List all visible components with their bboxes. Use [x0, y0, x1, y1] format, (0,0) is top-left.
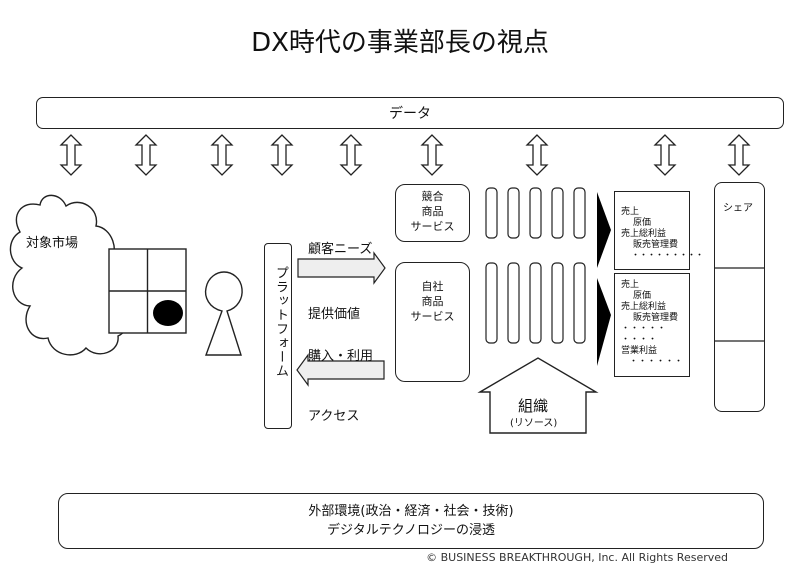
double-arrow-icon — [654, 134, 676, 176]
pl-top-sales: 売上 — [621, 207, 640, 217]
double-arrow-icon — [60, 134, 82, 176]
pl-bottom-cost: 原価 — [633, 291, 652, 301]
pl-top-sga: 販売管理費 — [633, 240, 679, 250]
competitor-box: 競合 商品 サービス — [395, 184, 470, 242]
market-label: 対象市場 — [26, 236, 79, 251]
double-arrow-icon — [526, 134, 548, 176]
external-environment-line-1: 外部環境(政治・経済・社会・技術) — [308, 504, 514, 519]
pl-bottom-box: 売上 原価 売上総利益 販売管理費 ・・・・・ ・・・・ 営業利益 ・・・・・・ — [614, 273, 690, 377]
double-arrow-icon — [728, 134, 750, 176]
pl-top-box: 売上 原価 売上総利益 販売管理費 ・・・・・・・・・ — [614, 191, 704, 270]
pl-bottom-dots-3: ・・・・・・ — [629, 357, 684, 367]
pl-bottom-sales: 売上 — [621, 280, 640, 290]
platform-label: プラットフォーム — [273, 266, 288, 378]
competitor-line-3: サービス — [410, 220, 455, 233]
value-offer-label: 提供価値 — [308, 307, 361, 322]
own-company-box: 自社 商品 サービス — [395, 262, 470, 382]
market-cloud-shape — [9, 194, 129, 356]
pl-bottom-dots-2: ・・・・ — [621, 335, 658, 345]
share-column: シェア — [714, 182, 765, 412]
pl-top-dots: ・・・・・・・・・ — [631, 251, 704, 261]
platform-box: プラットフォーム — [264, 243, 292, 429]
purchase-use-label: 購入・利用 — [308, 349, 374, 364]
pl-bottom-sga: 販売管理費 — [633, 313, 679, 323]
copyright: © BUSINESS BREAKTHROUGH, Inc. All Rights… — [426, 551, 728, 564]
black-arrow-top — [597, 192, 611, 268]
customer-needs-label: 顧客ニーズ — [308, 242, 373, 257]
keyhole-icon — [204, 271, 243, 356]
organization-sub-label: (リソース) — [510, 418, 558, 429]
pl-bottom-gross: 売上総利益 — [621, 302, 667, 312]
black-arrow-bottom — [597, 278, 611, 366]
own-line-1: 自社 — [421, 280, 444, 293]
share-label: シェア — [723, 203, 753, 214]
double-arrow-icon — [340, 134, 362, 176]
double-arrow-icon — [271, 134, 293, 176]
own-line-3: サービス — [410, 310, 455, 323]
external-environment-box: 外部環境(政治・経済・社会・技術) デジタルテクノロジーの浸透 — [58, 493, 764, 549]
data-bar-label: データ — [389, 106, 431, 122]
own-line-2: 商品 — [421, 295, 444, 308]
pl-bottom-dots-1: ・・・・・ — [621, 324, 667, 334]
access-label: アクセス — [308, 409, 360, 424]
pl-top-cost: 原価 — [633, 218, 652, 228]
left-arrow-icon — [296, 353, 385, 387]
organization-label: 組織 — [518, 397, 549, 415]
organization-house-shape — [477, 357, 599, 434]
competitor-line-2: 商品 — [421, 205, 444, 218]
external-environment-line-2: デジタルテクノロジーの浸透 — [327, 523, 495, 538]
page-title: DX時代の事業部長の視点 — [251, 28, 549, 58]
competitor-line-1: 競合 — [421, 190, 444, 203]
double-arrow-icon — [135, 134, 157, 176]
pl-bottom-operating-profit: 営業利益 — [621, 346, 658, 356]
data-bar: データ — [36, 97, 784, 129]
pl-top-gross: 売上総利益 — [621, 229, 667, 239]
double-arrow-icon — [211, 134, 233, 176]
right-arrow-icon — [297, 251, 386, 285]
double-arrow-icon — [421, 134, 443, 176]
